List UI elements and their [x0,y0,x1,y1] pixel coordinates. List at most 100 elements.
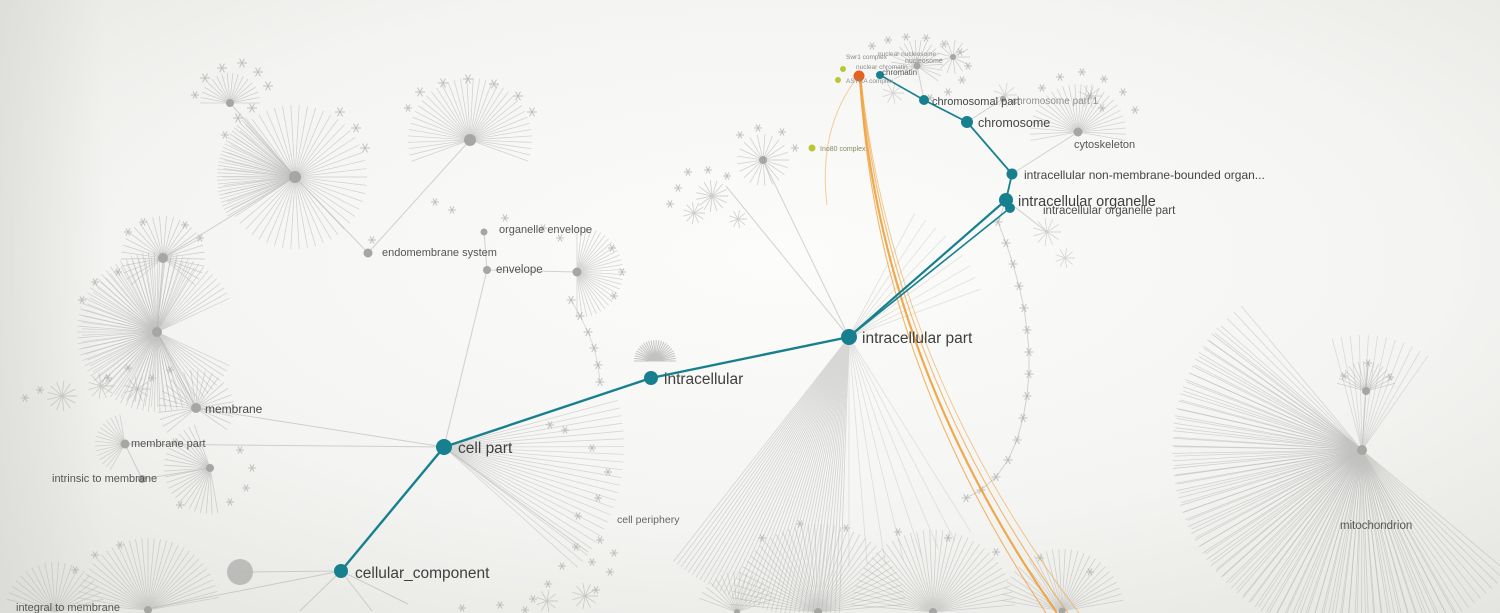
node-intracellular-organelle-part[interactable] [1005,203,1015,213]
node-chromosome-part[interactable] [1000,96,1006,102]
graph-edge [1011,131,1079,175]
star-glyph [595,377,605,387]
node-hub-5[interactable] [152,327,162,337]
node-green-complex-2[interactable] [835,77,841,83]
node-mitochondrion[interactable] [1357,445,1367,455]
node-intracellular[interactable] [644,371,658,385]
star-glyph [754,124,762,132]
label-cell-part: cell part [458,440,513,457]
orange-highlight-layer [824,78,1080,613]
node-hub-10[interactable] [913,62,921,70]
graph-edge [195,407,445,448]
node-intracellular-part[interactable] [841,329,857,345]
label-organelle-envelope: organelle envelope [499,224,592,236]
label-cytoskeleton: cytoskeleton [1074,139,1135,151]
star-glyph [684,168,692,176]
highlighted-path-edge [848,207,1011,338]
highlight-curve [859,79,1047,613]
node-non-membrane-bounded-organelle[interactable] [1006,168,1018,180]
node-intrinsic-to-membrane[interactable] [138,475,146,483]
star-glyph [335,107,345,117]
label-membrane: membrane [205,402,263,416]
node-hub-8[interactable] [759,156,767,164]
star-glyph [588,444,596,452]
node-green-complex-1[interactable] [840,66,846,72]
edge-fan [1172,327,1500,613]
node-hub-14[interactable] [1058,607,1066,613]
star-glyph [958,76,966,84]
node-hub-6[interactable] [206,464,214,472]
node-hub-3[interactable] [226,99,234,107]
cluster-disc [227,559,253,585]
node-hub-16[interactable] [734,609,740,613]
node-hub-11[interactable] [950,54,956,60]
star-glyph [200,73,210,83]
highlight-curve [860,79,1069,613]
node-membrane-part[interactable] [120,439,130,449]
star-glyph [1001,238,1011,248]
star-glyph [181,221,189,229]
node-hub-12[interactable] [814,608,822,613]
node-hub-2[interactable] [464,134,476,146]
star-glyph [21,394,29,402]
gray-edge-fans-layer [6,40,1500,613]
node-ino80-complex[interactable] [808,144,816,152]
star-glyph [575,311,585,321]
star-glyph [574,512,582,520]
node-chromosomal-part[interactable] [919,95,929,105]
node-hub-9[interactable] [1362,387,1370,395]
edge-fan [47,381,77,411]
star-glyph [592,586,600,594]
node-chromosome[interactable] [961,116,973,128]
highlight-curve [860,79,1080,613]
label-nucleosome: nucleosome [905,58,943,65]
node-hub-4[interactable] [158,253,168,263]
highlighted-path-edge [848,199,1007,338]
label-non-membrane-bounded-organelle: intracellular non-membrane-bounded organ… [1024,168,1265,182]
node-organelle-envelope[interactable] [480,228,488,236]
star-glyph [608,244,616,252]
star-glyph [546,421,554,429]
graph-edge [141,467,211,480]
star-glyph [438,78,448,88]
node-hub-15[interactable] [144,606,152,613]
node-cytoskeleton[interactable] [1073,127,1083,137]
star-glyph [944,534,952,542]
star-glyph [961,493,971,503]
star-glyph [1014,281,1024,291]
node-endomembrane-system[interactable] [363,248,373,258]
star-glyph [458,604,466,612]
label-intracellular-organelle: intracellular organelle [1018,194,1156,210]
edge-fan [851,530,1015,613]
graph-edge [966,98,1004,123]
edge-fan [536,590,558,612]
edge-fan [6,562,104,613]
node-membrane[interactable] [191,403,201,413]
star-glyph [248,464,256,472]
star-glyph [583,327,593,337]
star-glyph [1131,106,1139,114]
star-glyph [166,366,174,374]
node-envelope[interactable] [483,266,491,274]
star-glyph [513,91,523,101]
star-glyph [148,374,156,382]
node-chains-layer [566,217,1034,503]
highlighted-path-edge [966,121,1013,175]
label-envelope: envelope [496,264,543,276]
star-glyph [1022,391,1032,401]
star-glyph [104,374,112,382]
star-glyph [593,360,603,370]
node-cell-part[interactable] [436,439,452,455]
node-hub-13[interactable] [929,608,937,613]
node-cellular-component[interactable] [334,564,348,578]
node-highlighted-orange[interactable] [853,70,865,82]
node-hub-7[interactable] [572,267,582,277]
label-nuclear-chromatin: nuclear chromatin [856,64,908,71]
star-glyph [944,88,952,96]
node-hub-1[interactable] [289,171,301,183]
node-chromatin[interactable] [876,71,884,79]
graph-edge [1361,390,1367,451]
star-glyph [176,501,184,509]
